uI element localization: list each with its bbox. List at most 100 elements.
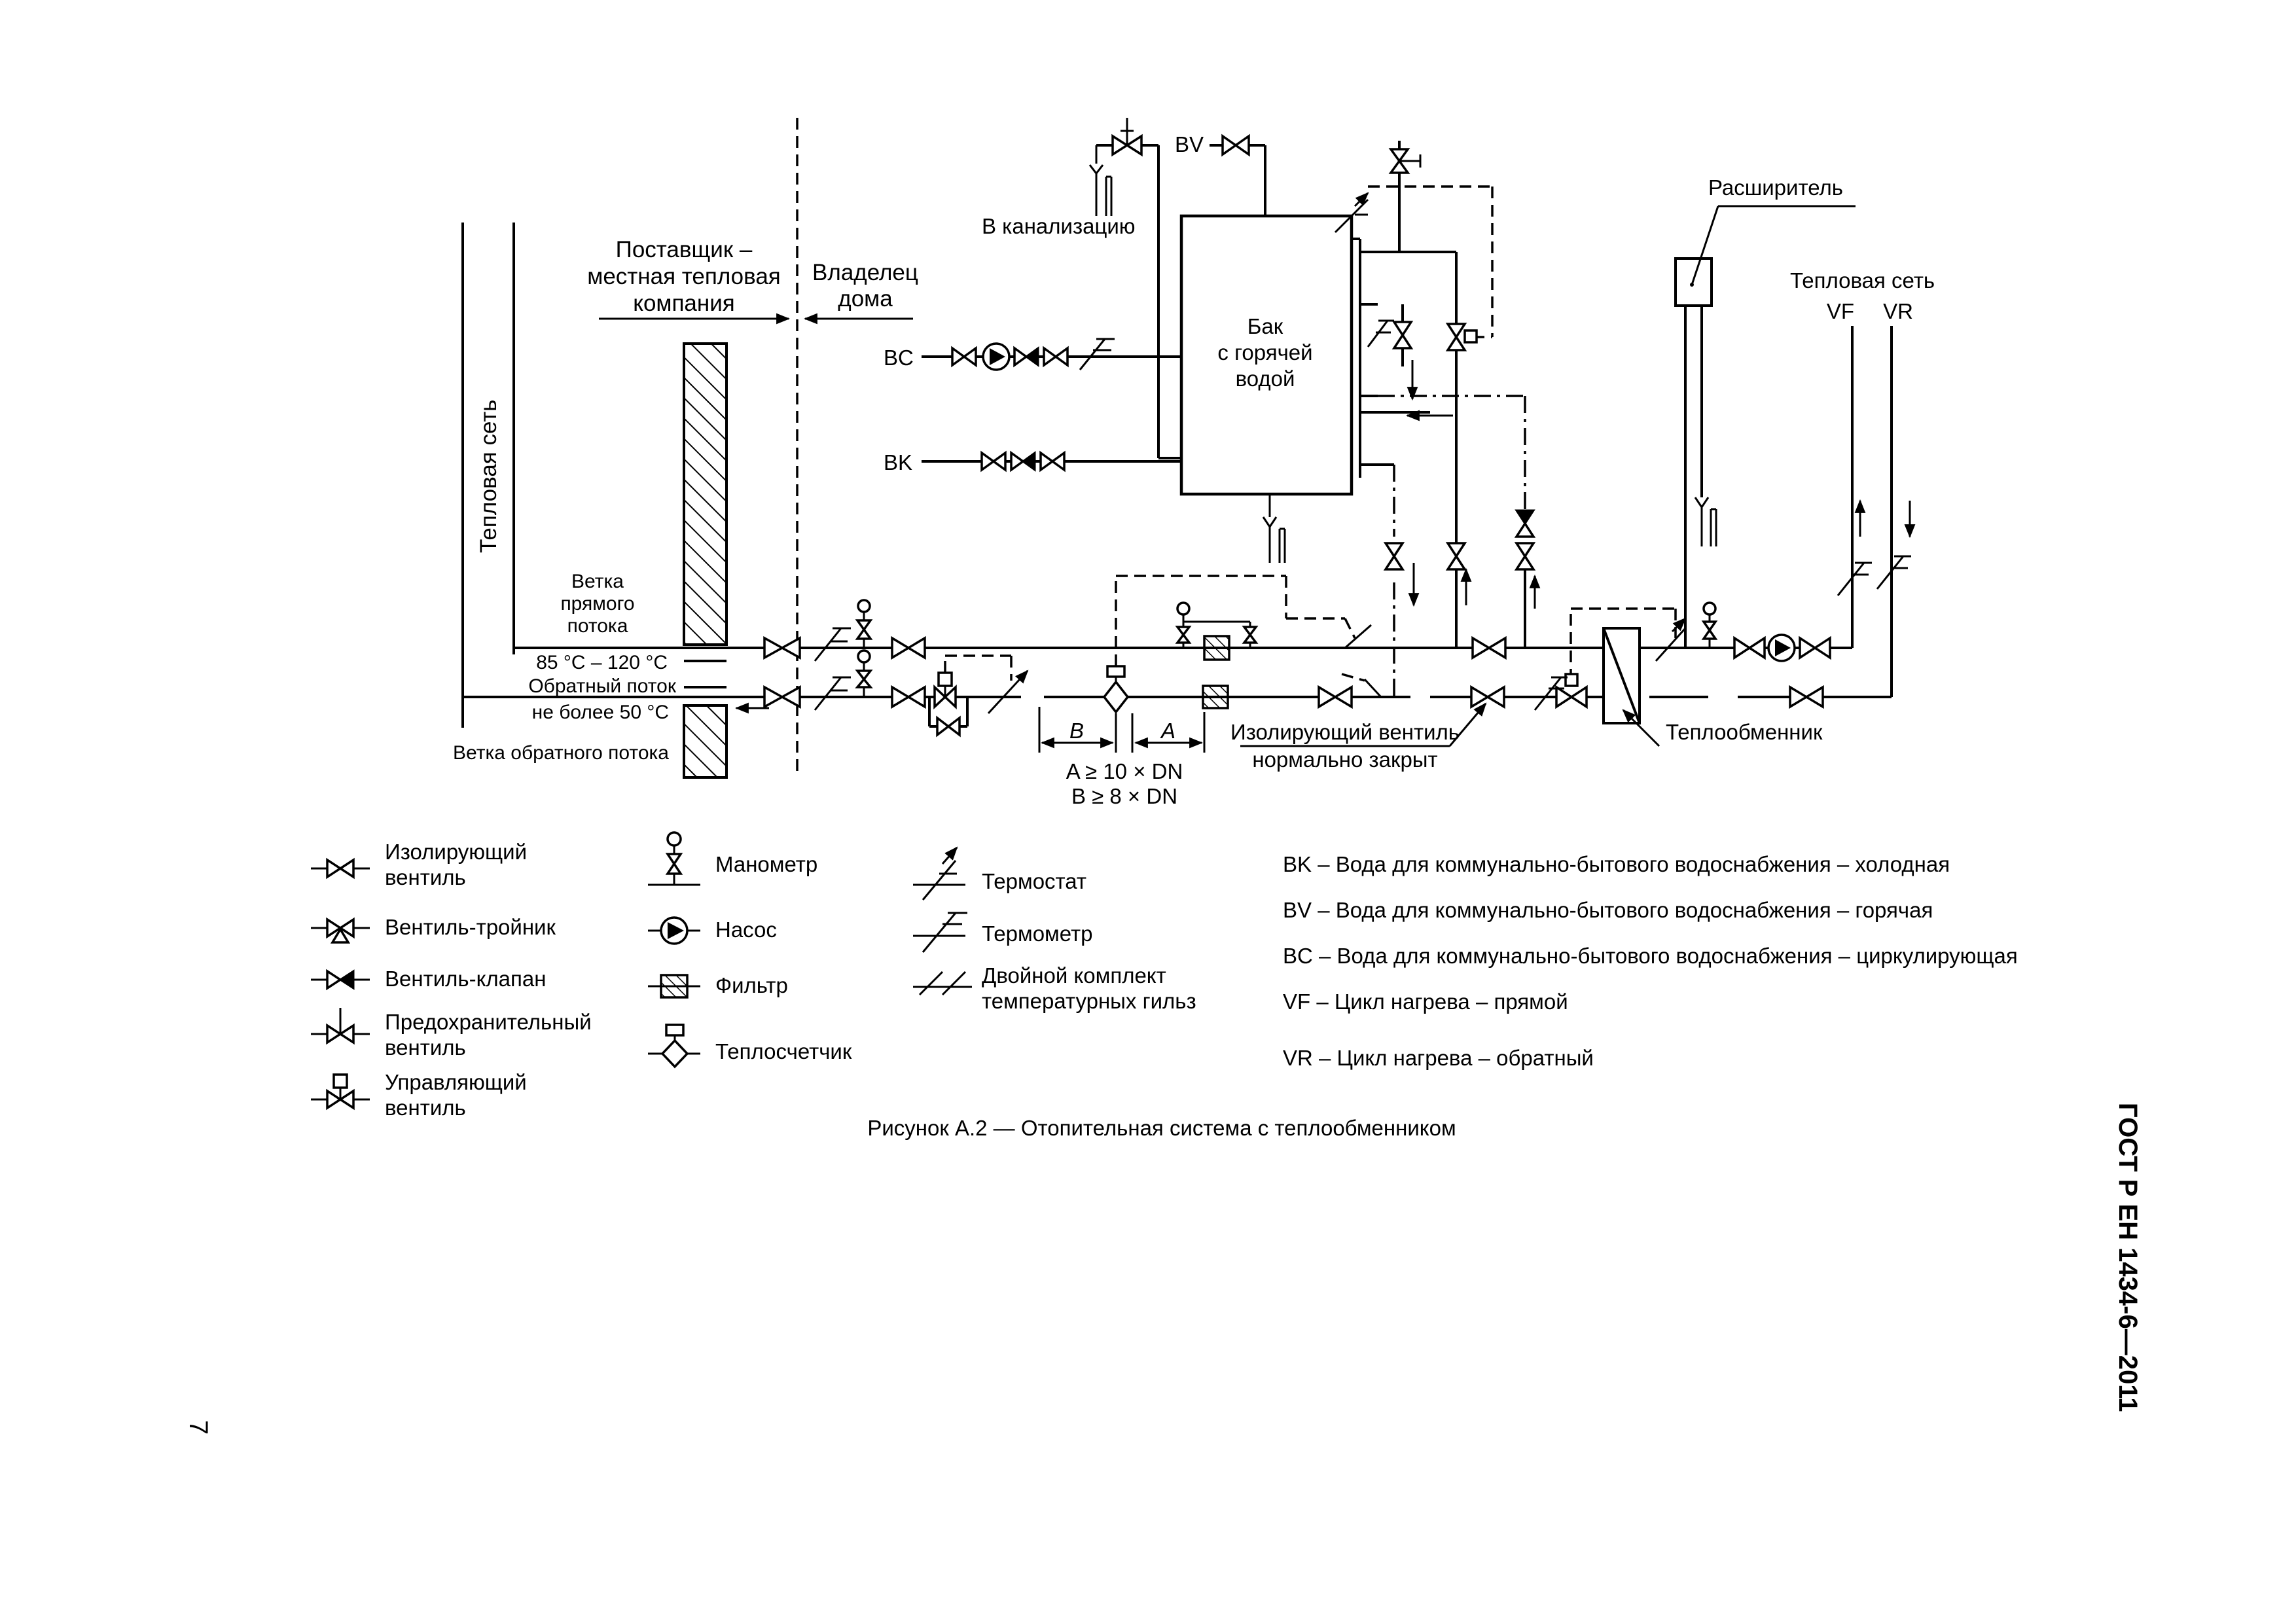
valve-return-1 — [763, 685, 801, 709]
supplier-label-3: компания — [633, 291, 734, 316]
valve-vertical-3 — [1514, 542, 1536, 571]
abbrev-vf: VF – Цикл нагрева – прямой — [1283, 990, 1568, 1014]
wall-upper — [683, 342, 728, 646]
check-valve-bk — [1010, 450, 1036, 473]
dim-a: A — [1160, 719, 1175, 743]
valve-bc-2 — [1043, 346, 1069, 368]
legend: Изолирующий вентиль Вентиль-тройник Вент… — [311, 831, 1196, 1120]
legend-control-valve-icon — [311, 1073, 370, 1111]
thermometer-tank — [1367, 319, 1394, 348]
heat-network-right-label: Тепловая сеть — [1790, 268, 1935, 293]
filter-return — [1202, 685, 1229, 709]
standard-number: ГОСТ Р ЕН 1434-6—2011 — [2113, 1103, 2142, 1412]
legend-check-valve: Вентиль-клапан — [385, 967, 546, 991]
manometer-return-left — [855, 649, 873, 697]
abbrev-bc: BC – Вода для коммунально-бытового водос… — [1283, 944, 2018, 968]
forward-temp: 85 °С – 120 °С — [536, 652, 668, 673]
condition-b: B ≥ 8 × DN — [1071, 784, 1177, 808]
legend-safety-valve-icon — [311, 1008, 370, 1045]
valve-forward-3 — [1471, 635, 1507, 660]
valve-vertical-1 — [1383, 542, 1405, 571]
abbrev-bv: BV – Вода для коммунально-бытового водос… — [1283, 898, 1933, 922]
thermometer-exchanger — [1534, 676, 1568, 711]
legend-pump-icon — [648, 916, 700, 945]
legend-isolating-valve-1: Изолирующий — [385, 840, 527, 864]
owner-label-2: дома — [838, 286, 893, 312]
legend-control-valve-1: Управляющий — [385, 1070, 527, 1094]
legend-heat-meter-icon — [648, 1024, 700, 1069]
isolating-closed-2: нормально закрыт — [1252, 747, 1437, 772]
valve-tank-loop-1 — [1391, 321, 1414, 349]
drain-top — [1088, 145, 1113, 216]
thermometer-bc — [1079, 338, 1115, 370]
isolating-closed-1: Изолирующий вентиль — [1230, 720, 1460, 744]
forward-branch-2: прямого — [560, 593, 634, 615]
thermometer-forward-left — [814, 627, 851, 662]
legend-heat-meter: Теплосчетчик — [715, 1039, 852, 1063]
dim-b: B — [1069, 719, 1084, 743]
heat-meter-main — [1102, 575, 1382, 714]
thermostat-exchanger — [1655, 617, 1687, 662]
valve-forward-2 — [891, 635, 926, 660]
thermostat-tank — [1334, 185, 1494, 338]
valve-bk-2 — [1039, 450, 1066, 473]
expander-label: Расширитель — [1708, 175, 1843, 200]
dimension-lines — [1038, 707, 1206, 753]
abbreviations: BK – Вода для коммунально-бытового водос… — [1283, 852, 2018, 1070]
manometer-right — [1701, 601, 1718, 648]
control-valve-exchanger — [1555, 673, 1588, 709]
figure-caption: Рисунок А.2 — Отопительная система с теп… — [867, 1116, 1456, 1140]
tank-label-1: Бак — [1247, 314, 1283, 338]
wall-lower — [683, 704, 728, 779]
valve-return-2 — [891, 685, 926, 709]
legend-double-well-icon — [913, 971, 972, 996]
legend-isolating-valve-icon — [311, 857, 370, 880]
valve-right-forward-1 — [1733, 635, 1766, 660]
abbrev-bk: BK – Вода для коммунально-бытового водос… — [1283, 852, 1950, 876]
heat-network-vertical-label: Тепловая сеть — [476, 399, 501, 553]
legend-tee-valve: Вентиль-тройник — [385, 915, 556, 939]
legend-check-valve-icon — [311, 969, 370, 991]
control-valve-riser — [1445, 323, 1478, 351]
legend-safety-valve-1: Предохранительный — [385, 1010, 592, 1034]
vr-label: VR — [1883, 299, 1913, 323]
legend-manometer: Манометр — [715, 852, 817, 876]
pump-bc — [982, 342, 1011, 371]
check-valve-vertical — [1514, 509, 1536, 538]
return-flow-label: Обратный поток — [528, 675, 677, 697]
schematic: Тепловая сеть Поставщик – местная теплов… — [453, 118, 1935, 808]
valve-right-return — [1789, 685, 1824, 709]
valve-vertical-2 — [1445, 542, 1467, 571]
thermometer-return-left — [814, 676, 851, 711]
legend-double-well-1: Двойной комплект — [982, 963, 1166, 988]
owner-label-1: Владелец — [812, 260, 918, 285]
manometer-bypass — [1175, 601, 1259, 648]
supplier-label-1: Поставщик – — [616, 237, 753, 262]
safety-valve-tank — [1388, 148, 1422, 174]
pump-right — [1767, 633, 1796, 662]
page-number: 7 — [184, 1420, 213, 1435]
check-valve-bc — [1013, 346, 1039, 368]
tank-label-2: с горячей — [1217, 340, 1312, 365]
drain-expander — [1694, 497, 1717, 546]
control-valve-bypass — [928, 654, 1029, 738]
legend-pump: Насос — [715, 918, 777, 942]
forward-branch-3: потока — [567, 615, 628, 637]
valve-forward-1 — [763, 636, 801, 660]
legend-safety-valve-2: вентиль — [385, 1035, 466, 1060]
drain-bottom — [1262, 494, 1286, 563]
to-sewer-label: В канализацию — [982, 214, 1136, 238]
legend-isolating-valve-2: вентиль — [385, 865, 466, 889]
valve-bc-1 — [951, 346, 977, 368]
legend-manometer-icon — [648, 831, 700, 886]
legend-tee-valve-icon — [311, 917, 370, 944]
legend-thermostat: Термостат — [982, 869, 1086, 893]
thermometer-vf — [1837, 562, 1872, 596]
return-branch-label: Ветка обратного потока — [453, 742, 669, 764]
legend-control-valve-2: вентиль — [385, 1096, 466, 1120]
hot-water-tank — [1179, 214, 1354, 496]
valve-bk-1 — [980, 450, 1007, 473]
legend-thermometer-icon — [913, 912, 967, 953]
legend-thermometer: Термометр — [982, 921, 1092, 946]
